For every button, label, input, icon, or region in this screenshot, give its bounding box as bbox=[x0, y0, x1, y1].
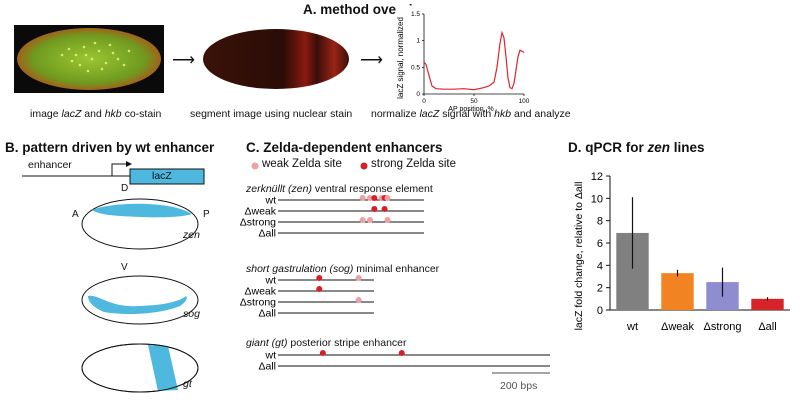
legend-weak-label: weak Zelda site bbox=[262, 158, 342, 170]
panel-d-title: D. qPCR for zen lines bbox=[568, 140, 705, 155]
inset-xlabel: AP position, % bbox=[448, 106, 493, 113]
strong-zelda-site bbox=[316, 286, 323, 292]
arrow-right-icon: ⟶ bbox=[172, 52, 195, 69]
bar-chart-y-tick-label: 10 bbox=[591, 193, 603, 205]
group-gt-title: giant (gt) posterior stripe enhancer bbox=[246, 337, 407, 349]
scale-bar-label: 200 bps bbox=[500, 380, 538, 392]
legend-strong-label: strong Zelda site bbox=[371, 158, 457, 170]
embryo-sog-label: sog bbox=[183, 308, 200, 320]
bar-chart-y-tick-label: 0 bbox=[597, 305, 603, 317]
inset-y-tick-label: 1 bbox=[416, 38, 420, 45]
weak-zelda-site bbox=[384, 217, 391, 223]
bar-chart-ylabel: lacZ fold change, relative to Δall bbox=[573, 182, 585, 331]
axis-posterior-label: P bbox=[203, 209, 210, 220]
weak-zelda-site bbox=[359, 195, 366, 201]
inset-x-tick-label: 50 bbox=[470, 98, 478, 105]
inset-x-tick-label: 100 bbox=[519, 98, 530, 105]
strong-zelda-site bbox=[381, 206, 388, 212]
axis-dorsal-label: D bbox=[121, 183, 129, 194]
track-row-label: wt bbox=[265, 195, 277, 207]
track-row-label: Δweak bbox=[244, 206, 276, 218]
track-row-label: Δall bbox=[258, 228, 276, 240]
bar-category-label: wt bbox=[626, 321, 638, 333]
inset-x-tick-label: 0 bbox=[422, 98, 426, 105]
inset-y-tick-label: 0 bbox=[416, 91, 420, 98]
embryo-gt bbox=[81, 343, 199, 393]
group-sog-title: short gastrulation (sog) minimal enhance… bbox=[246, 263, 440, 275]
track-row-label: wt bbox=[265, 275, 277, 287]
caption-normalize: normalize lacZ signal with hkb and analy… bbox=[371, 108, 571, 120]
zelda-site-tracks: wtΔweakΔstrongΔallwtΔweakΔstrongΔallwtΔa… bbox=[240, 195, 550, 373]
inset-y-tick-label: 0.5 bbox=[411, 64, 420, 71]
track-row-label: Δall bbox=[258, 308, 276, 320]
embryo-gt-label: gt bbox=[183, 378, 192, 390]
track-row-label: Δstrong bbox=[240, 217, 276, 229]
embryo-image-segmented bbox=[203, 29, 349, 89]
bar-1 bbox=[661, 273, 694, 310]
inset-ylabel: lacZ signal, normalized bbox=[396, 17, 405, 99]
track-row-label: Δweak bbox=[244, 286, 276, 298]
construct-reporter-label: lacZ bbox=[152, 170, 172, 182]
bar-category-label: Δstrong bbox=[704, 321, 742, 333]
embryo-zen bbox=[81, 198, 199, 250]
track-row-label: Δall bbox=[258, 361, 276, 373]
axis-ventral-label: V bbox=[121, 262, 128, 273]
strong-zelda-site bbox=[319, 350, 326, 356]
inset-y-tick-label: 1.5 bbox=[411, 11, 420, 18]
caption-segment: segment image using nuclear stain bbox=[190, 108, 353, 120]
track-row-label: wt bbox=[265, 350, 277, 362]
weak-zelda-site bbox=[355, 275, 362, 281]
weak-zelda-site bbox=[359, 217, 366, 223]
embryo-sog bbox=[81, 275, 199, 325]
bar-chart-y-tick-label: 6 bbox=[597, 238, 603, 250]
strong-zelda-site bbox=[398, 350, 405, 356]
weak-zelda-site bbox=[366, 195, 373, 201]
bar-chart-y-tick-label: 2 bbox=[597, 283, 603, 295]
inset-profile-line bbox=[423, 30, 525, 91]
construct-enhancer-label: enhancer bbox=[28, 159, 72, 171]
bar-chart-y-tick-label: 12 bbox=[591, 171, 603, 183]
track-row-label: Δstrong bbox=[240, 297, 276, 309]
axis-anterior-label: A bbox=[72, 209, 79, 220]
bar-chart-y-tick-label: 4 bbox=[597, 260, 603, 272]
scale-bar bbox=[492, 372, 550, 374]
bar-3 bbox=[751, 298, 784, 310]
strong-zelda-site bbox=[371, 195, 378, 201]
legend-weak-site-icon bbox=[251, 162, 259, 170]
reporter-construct-diagram bbox=[22, 161, 205, 185]
panel-b-title: B. pattern driven by wt enhancer bbox=[5, 140, 215, 155]
weak-zelda-site bbox=[366, 217, 373, 223]
embryo-zen-label: zen bbox=[183, 229, 200, 241]
arrow-right-icon: ⟶ bbox=[360, 52, 383, 69]
inset-ap-profile-chart: lacZ signal, normalized 0 50 100 0 0.5 1 1.5 A… bbox=[396, 6, 536, 116]
weak-zelda-site bbox=[355, 297, 362, 303]
caption-image-costain: image lacZ and hkb co-stain bbox=[30, 108, 162, 120]
panel-c-title: C. Zelda-dependent enhancers bbox=[246, 140, 443, 155]
bar-category-label: Δweak bbox=[661, 321, 695, 333]
qpcr-bar-chart: lacZ fold change, relative to Δall 0 2 4 6 8… bbox=[573, 171, 790, 333]
strong-zelda-site bbox=[316, 275, 323, 281]
group-zen-title: zerknüllt (zen) ventral response element bbox=[246, 183, 433, 195]
weak-zelda-site bbox=[384, 195, 391, 201]
strong-zelda-site bbox=[371, 206, 378, 212]
embryo-image-costain bbox=[14, 25, 164, 93]
bar-category-label: Δall bbox=[758, 321, 776, 333]
legend-strong-site-icon bbox=[360, 162, 368, 170]
bar-chart-y-tick-label: 8 bbox=[597, 216, 603, 228]
